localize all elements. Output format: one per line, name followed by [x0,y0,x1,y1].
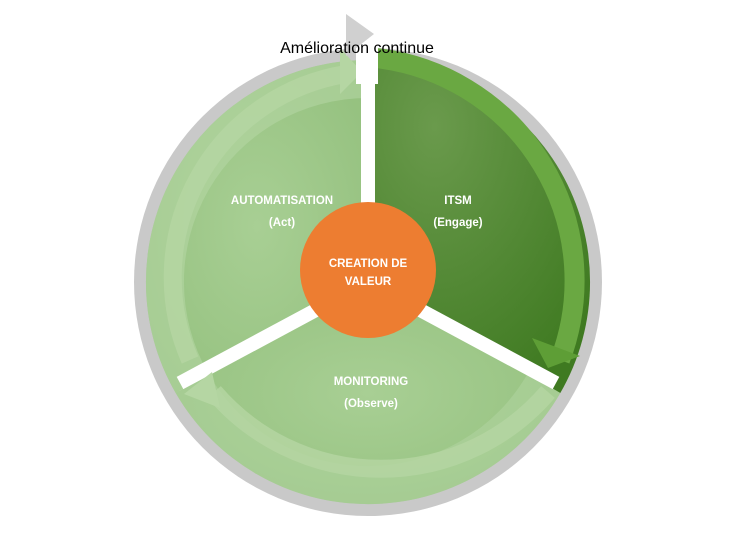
cycle-arrow-tip [346,14,374,56]
center-circle [300,202,436,338]
engage-arc-arrow [374,48,585,364]
automatisation-band [145,59,368,393]
center-label-line2: VALEUR [345,276,392,288]
itsm-title: ITSM [444,195,471,207]
monitoring-subtitle: (Observe) [344,398,398,410]
monitoring-title: MONITORING [334,376,409,388]
itsm-subtitle: (Engage) [433,217,482,229]
act-arrowhead [340,48,362,94]
observe-arrowhead [184,372,220,408]
top-gap [356,40,378,84]
automatisation-subtitle: (Act) [269,217,295,229]
cycle-label: Amélioration continue [280,40,434,57]
observe-arc-arrow [207,386,555,478]
center-label-line1: CREATION DE [329,258,408,270]
automatisation-title: AUTOMATISATION [231,195,333,207]
engage-arrowhead [532,338,580,368]
monitoring-band [175,374,561,505]
act-arc-arrow [163,65,348,364]
